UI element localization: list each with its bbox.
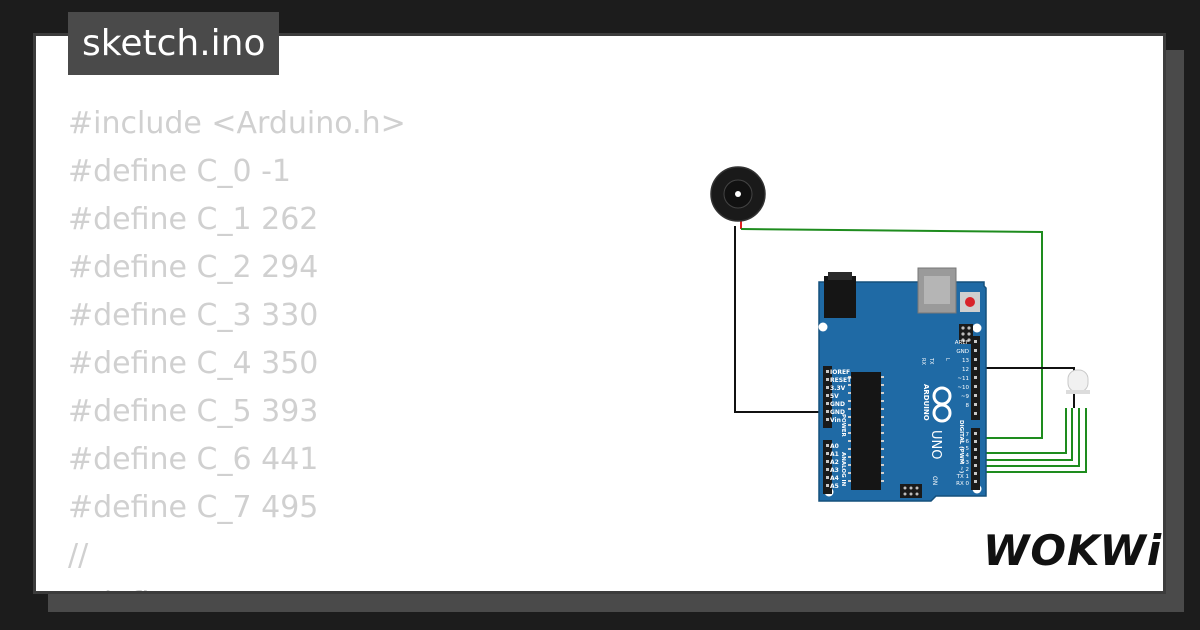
pin-label: RX 0 — [956, 481, 969, 487]
buzzer-signal-wire — [740, 228, 1043, 439]
wokwi-logo[interactable]: WOKWi — [983, 526, 1163, 575]
board-brand: ARDUINO — [922, 384, 930, 421]
pin-label: A1 — [830, 451, 839, 458]
code-preview: #include <Arduino.h> #define C_0 -1 #def… — [68, 100, 406, 591]
code-line: // — [68, 538, 89, 573]
led-wire-2 — [976, 408, 1073, 461]
power-jack — [824, 276, 856, 318]
code-line: #define C_5 393 — [68, 394, 319, 429]
pin-label: 8 — [966, 403, 970, 409]
code-line: #define C_6 441 — [68, 442, 319, 477]
led-wire-3 — [976, 408, 1080, 467]
pin-label: ~11 — [957, 376, 969, 382]
pin-label: ~9 — [961, 394, 970, 400]
pin-label: 2 — [966, 467, 970, 473]
pin-label: AREF — [955, 340, 969, 346]
circuit-diagram: ARDUINO UNO DIGITAL (PWM ~) ON TX RX L P… — [710, 166, 1090, 502]
board-model: UNO — [928, 430, 943, 459]
digital-header-title: DIGITAL (PWM ~) — [958, 420, 964, 474]
led-wire-4 — [976, 408, 1087, 473]
rx-label: RX — [920, 358, 926, 365]
pin-label: ~10 — [957, 385, 969, 391]
power-header-title: POWER — [840, 414, 846, 438]
preview-card: #include <Arduino.h> #define C_0 -1 #def… — [33, 33, 1166, 594]
code-line: #define C_4 350 — [68, 346, 319, 381]
pin-label: GND — [956, 349, 969, 355]
pin-label: ~5 — [961, 446, 970, 452]
code-line: #define ... — [68, 580, 406, 591]
pin-label: IOREF — [830, 369, 850, 376]
on-label: ON — [931, 476, 938, 485]
pin-label: A5 — [830, 483, 839, 490]
led-wire-1 — [976, 408, 1067, 454]
code-line: #define C_1 262 — [68, 202, 319, 237]
pin-label: A3 — [830, 467, 839, 474]
atmega-chip — [851, 372, 881, 490]
pin-label: GND — [830, 401, 845, 408]
pin-label: ~3 — [961, 460, 970, 466]
pin-label: 7 — [966, 432, 970, 438]
arduino-uno-board[interactable]: ARDUINO UNO DIGITAL (PWM ~) ON TX RX L P… — [818, 267, 987, 502]
code-line: #define C_0 -1 — [68, 154, 292, 189]
pin-label: ~6 — [961, 439, 970, 445]
pin-label: A4 — [830, 475, 839, 482]
rgb-led[interactable] — [1066, 369, 1090, 394]
pin-label: Vin — [830, 417, 841, 424]
pin-label: A0 — [830, 443, 839, 450]
pin-label: GND — [830, 409, 845, 416]
pin-label: 4 — [966, 453, 970, 459]
pin-label: 5V — [830, 393, 839, 400]
led-gnd-wire — [976, 367, 1075, 408]
arduino-logo-icon — [932, 386, 952, 423]
code-line: #define C_7 495 — [68, 490, 319, 525]
pin-label: TX 1 — [956, 474, 969, 480]
l-label: L — [944, 358, 950, 361]
analog-header — [823, 440, 832, 494]
pin-label: 12 — [962, 367, 969, 373]
analog-header-title: ANALOG IN — [840, 452, 846, 487]
tx-label: TX — [928, 357, 934, 365]
pin-label: 3.3V — [830, 385, 846, 392]
buzzer[interactable] — [710, 166, 766, 222]
code-line: #include <Arduino.h> — [68, 106, 406, 141]
pin-label: A2 — [830, 459, 839, 466]
code-line: #define C_2 294 — [68, 250, 319, 285]
buzzer-gnd-wire — [734, 226, 829, 413]
code-line: #define C_3 330 — [68, 298, 319, 333]
pin-label: RESET — [830, 377, 852, 384]
file-tab[interactable]: sketch.ino — [68, 12, 280, 75]
pin-label: 13 — [962, 358, 969, 364]
